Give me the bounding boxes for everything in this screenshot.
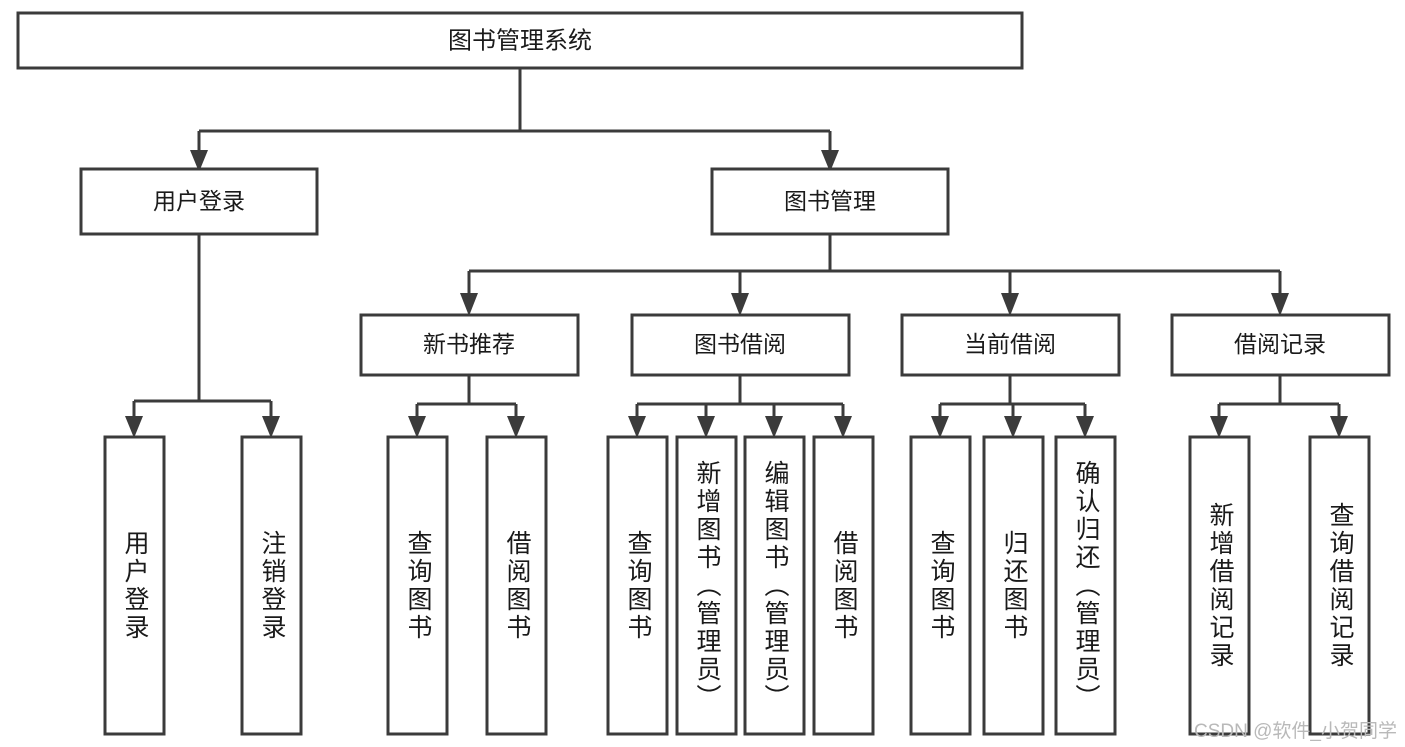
node-user-login-box[interactable] — [79, 167, 319, 236]
node-leaf-edit-book-admin-box[interactable] — [743, 435, 806, 736]
node-leaf-query-borrow-record-box[interactable] — [1308, 435, 1371, 736]
node-root[interactable]: 图书管理系统 — [16, 11, 1024, 70]
node-leaf-user-login-box[interactable] — [103, 435, 166, 736]
arrowhead-to-leaf-query-book-borrow — [628, 416, 646, 438]
node-book-borrow-box[interactable] — [630, 313, 851, 377]
connector-book-manage-bus — [467, 234, 1282, 295]
node-book-borrow[interactable]: 图书借阅 — [630, 313, 851, 377]
arrowhead-to-borrow-record — [1271, 293, 1289, 316]
arrowhead-to-leaf-confirm-return-admin — [1076, 416, 1094, 438]
node-leaf-borrow-book-box[interactable] — [812, 435, 875, 736]
arrowhead-to-new-book-rec — [460, 293, 478, 316]
arrowhead-to-book-borrow — [731, 293, 749, 316]
connector-book-borrow-bus — [635, 375, 845, 418]
connector-new-book-rec-bus — [415, 375, 518, 418]
arrowhead-to-current-borrow — [1001, 293, 1019, 316]
arrowhead-to-leaf-add-book-admin — [697, 416, 715, 438]
node-borrow-record-label: 借阅记录 — [1234, 331, 1326, 357]
node-user-login-label: 用户登录 — [153, 188, 245, 214]
arrowhead-to-leaf-query-borrow-record — [1330, 416, 1348, 438]
node-borrow-record-box[interactable] — [1170, 313, 1391, 377]
arrowhead-to-leaf-return-book — [1004, 416, 1022, 438]
node-new-book-rec-label: 新书推荐 — [423, 331, 515, 357]
node-borrow-record[interactable]: 借阅记录 — [1170, 313, 1391, 377]
arrowhead-to-leaf-borrow-book — [834, 416, 852, 438]
connector-root-bus — [197, 68, 832, 152]
node-leaf-query-book-rec-box[interactable] — [386, 435, 449, 736]
node-leaf-logout-box[interactable] — [240, 435, 303, 736]
arrowhead-to-leaf-logout — [262, 416, 280, 438]
connector-layer — [125, 68, 1348, 438]
node-leaf-query-book-cur-box[interactable] — [909, 435, 972, 736]
arrowhead-to-leaf-user-login — [125, 416, 143, 438]
arrowhead-to-leaf-query-book-cur — [931, 416, 949, 438]
node-user-login[interactable]: 用户登录 — [79, 167, 319, 236]
node-book-manage[interactable]: 图书管理 — [710, 167, 950, 236]
node-leaf-confirm-return-admin-box[interactable] — [1054, 435, 1117, 736]
arrowhead-to-leaf-add-borrow-record — [1210, 416, 1228, 438]
node-leaf-return-book-box[interactable] — [982, 435, 1045, 736]
node-leaf-query-book-borrow-box[interactable] — [606, 435, 669, 736]
node-leaf-add-borrow-record-box[interactable] — [1188, 435, 1251, 736]
connector-borrow-record-bus — [1217, 375, 1341, 418]
node-root-label: 图书管理系统 — [448, 27, 592, 54]
node-current-borrow[interactable]: 当前借阅 — [900, 313, 1121, 377]
node-leaf-add-book-admin-box[interactable] — [675, 435, 738, 736]
arrowhead-to-book-manage — [821, 150, 839, 172]
node-new-book-rec-box[interactable] — [359, 313, 580, 377]
node-new-book-rec[interactable]: 新书推荐 — [359, 313, 580, 377]
arrowhead-to-leaf-query-book-rec — [408, 416, 426, 438]
node-current-borrow-label: 当前借阅 — [964, 331, 1056, 357]
connector-current-borrow-bus — [938, 375, 1087, 418]
node-current-borrow-box[interactable] — [900, 313, 1121, 377]
connector-user-login-bus — [132, 234, 273, 418]
node-book-borrow-label: 图书借阅 — [694, 331, 786, 357]
arrowhead-to-user-login — [190, 150, 208, 172]
arrowhead-to-leaf-edit-book-admin — [765, 416, 783, 438]
node-root-box[interactable] — [16, 11, 1024, 70]
arrowhead-to-leaf-borrow-book-rec — [507, 416, 525, 438]
node-leaf-borrow-book-rec-box[interactable] — [485, 435, 548, 736]
node-book-manage-label: 图书管理 — [784, 188, 876, 214]
node-book-manage-box[interactable] — [710, 167, 950, 236]
leaf-box-layer — [103, 435, 1371, 736]
